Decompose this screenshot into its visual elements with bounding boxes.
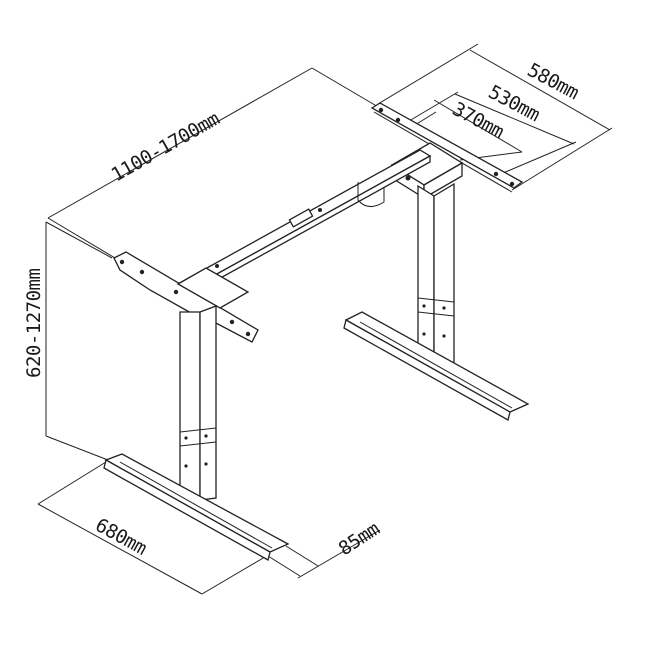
width-dimension: 1100-1700mm [47, 67, 381, 259]
right-foot [343, 311, 530, 421]
right-column-stage-line [417, 311, 455, 317]
left-leg-column [179, 305, 217, 501]
foot-length-ext-right [201, 553, 271, 595]
right-column-front [433, 182, 455, 371]
foot-width-ext-2 [285, 545, 319, 567]
motor-screw [405, 175, 411, 181]
column-hole [422, 304, 426, 308]
right-leg-column [417, 182, 455, 372]
bracket-hole [509, 181, 515, 187]
foot-width-label: 85mm [335, 518, 384, 560]
height-extension-top [45, 221, 113, 259]
dim-370-line [433, 99, 523, 153]
dim-530-line [454, 93, 575, 145]
foot-length-line [37, 503, 203, 595]
dim-580-line [469, 49, 611, 131]
beam-clip [288, 208, 314, 228]
right-column-side [417, 184, 435, 372]
column-hole [422, 332, 426, 336]
column-hole [184, 464, 188, 468]
beam-hole [318, 208, 322, 212]
width-extension-right [311, 67, 381, 109]
column-hole [442, 306, 446, 310]
bracket-hole [493, 171, 499, 177]
left-foot-edge [119, 461, 273, 549]
height-range-label: 620-1270mm [23, 269, 45, 378]
foot-width-ext-1 [267, 555, 301, 577]
bracket-hole [245, 331, 251, 337]
width-range-label: 1100-1700mm [108, 108, 224, 187]
left-crossbar-box [176, 267, 250, 309]
right-foot-edge [359, 321, 513, 409]
left-column-stage-line [179, 427, 217, 433]
dim-580-ext-left [377, 43, 479, 105]
cable-hook [357, 182, 385, 207]
left-column-outer-front [199, 305, 217, 501]
left-column-outer-side [179, 311, 201, 501]
column-hole [442, 334, 446, 338]
foot-width-line [297, 529, 381, 579]
dim-530-ext-left [403, 91, 459, 125]
foot-length-label: 680mm [92, 514, 151, 560]
bracket-hole [119, 259, 125, 265]
column-hole [184, 436, 188, 440]
bracket-hole [395, 117, 401, 123]
cross-beam-side [187, 154, 431, 298]
bracket-hole [173, 289, 179, 295]
beam-hole [215, 264, 219, 268]
column-hole [204, 462, 208, 466]
right-column-stage-line [417, 297, 455, 303]
left-foot-side [103, 459, 271, 561]
height-dimension: 620-1270mm [23, 221, 113, 461]
left-column-stage-line [179, 441, 217, 447]
bracket-hole [229, 319, 235, 325]
dim-580-ext-right [511, 127, 613, 191]
right-bracket-plate [370, 102, 524, 189]
foot-length-ext-left [37, 461, 107, 505]
cross-beam [176, 149, 432, 298]
height-extension-bottom [45, 435, 109, 461]
right-foot-side [343, 319, 511, 421]
column-hole [204, 434, 208, 438]
width-extension-left [47, 217, 116, 259]
foot-width-dimension: 85mm [267, 518, 384, 579]
dim-530-ext-right [495, 141, 577, 177]
width-dimension-line [47, 67, 313, 219]
left-foot [103, 453, 290, 561]
bracket-hole [139, 269, 145, 275]
bracket-hole [378, 107, 384, 113]
